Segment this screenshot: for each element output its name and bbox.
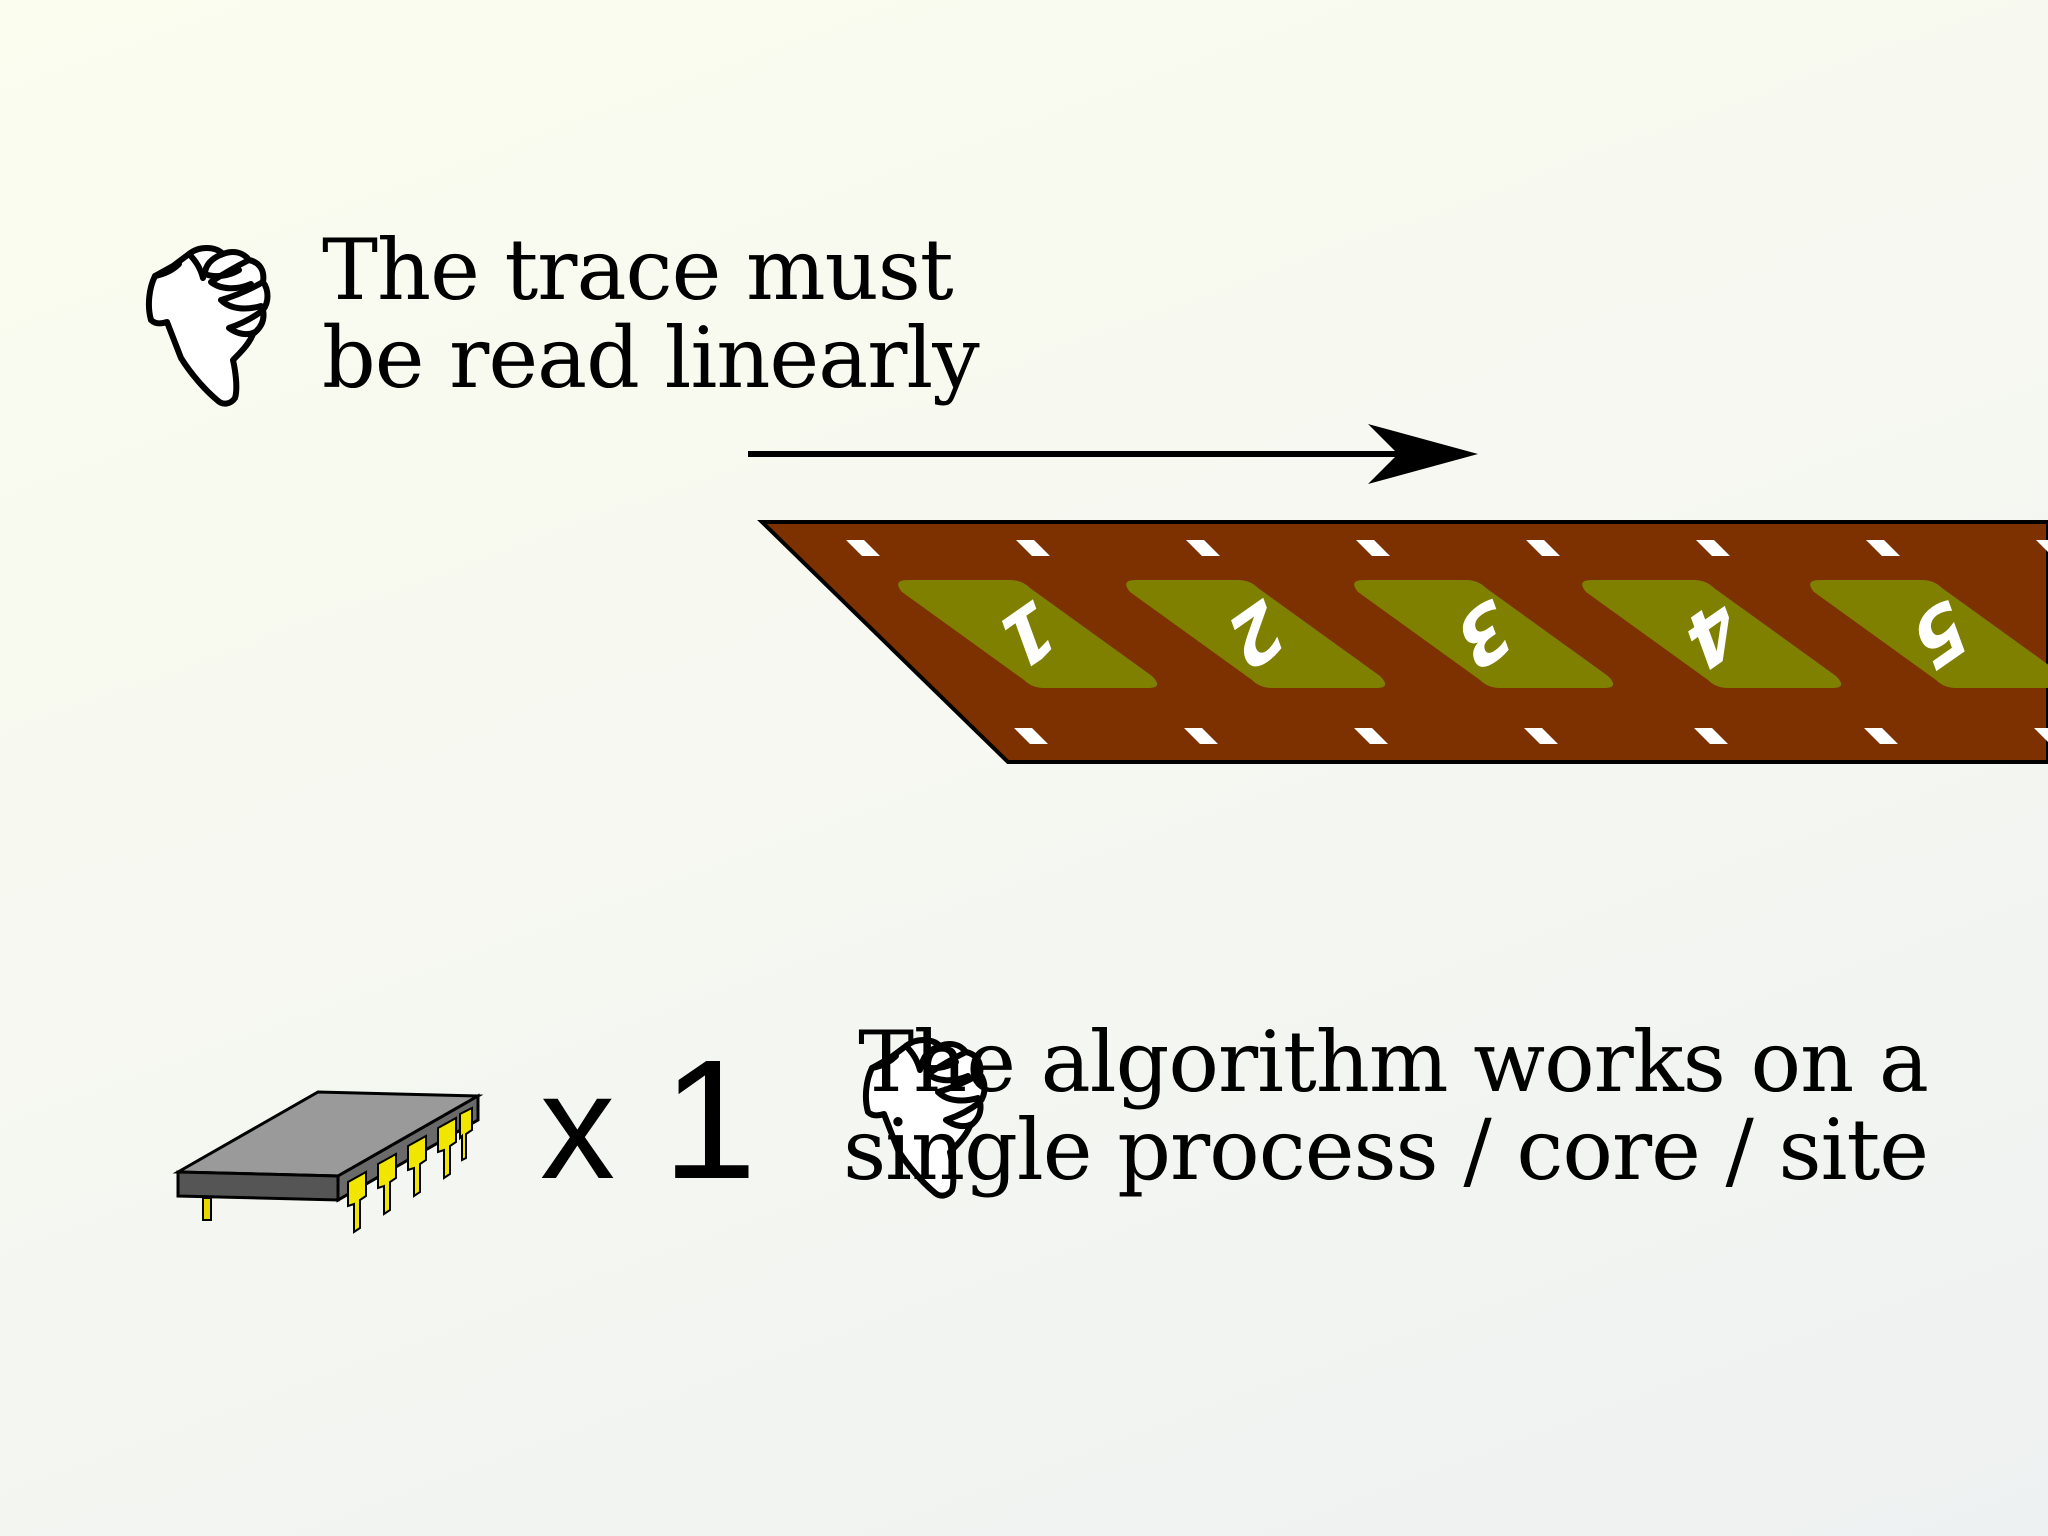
multiplier-count: 1	[662, 1025, 757, 1215]
perforation	[1186, 540, 1220, 556]
perforation	[2036, 540, 2048, 552]
thumbs-down-icon	[862, 1037, 988, 1199]
perforation	[1524, 728, 1558, 744]
top-statement-line-2: be read linearly	[322, 309, 980, 407]
top-statement-line-1: The trace must	[322, 221, 954, 319]
perforation	[1354, 728, 1388, 744]
perforation	[1526, 540, 1560, 556]
perforation	[846, 540, 880, 556]
perforation	[1864, 728, 1898, 744]
perforation	[2034, 728, 2048, 742]
processor-multiplier: x 1	[540, 1030, 757, 1216]
perforation	[1866, 540, 1900, 556]
right-arrow-icon	[748, 424, 1478, 484]
perforation	[1694, 728, 1728, 744]
perforation	[1696, 540, 1730, 556]
bottom-statement-line-1: The algorithm works on a	[858, 1013, 1929, 1111]
thumbs-down-icon	[145, 245, 271, 407]
top-statement: The trace must be read linearly	[322, 221, 980, 407]
perforation	[1014, 728, 1048, 744]
perforation	[1184, 728, 1218, 744]
tape-cell: 4	[1582, 577, 1842, 691]
perforation	[1356, 540, 1390, 556]
tape-perforations	[846, 540, 2048, 744]
bottom-statement-line-2: single process / core / site	[843, 1101, 1929, 1199]
microchip-icon	[172, 1090, 484, 1234]
multiplier-x: x	[540, 1042, 615, 1210]
bottom-statement: The algorithm works on a single process …	[843, 1013, 1929, 1199]
perforation	[1016, 540, 1050, 556]
